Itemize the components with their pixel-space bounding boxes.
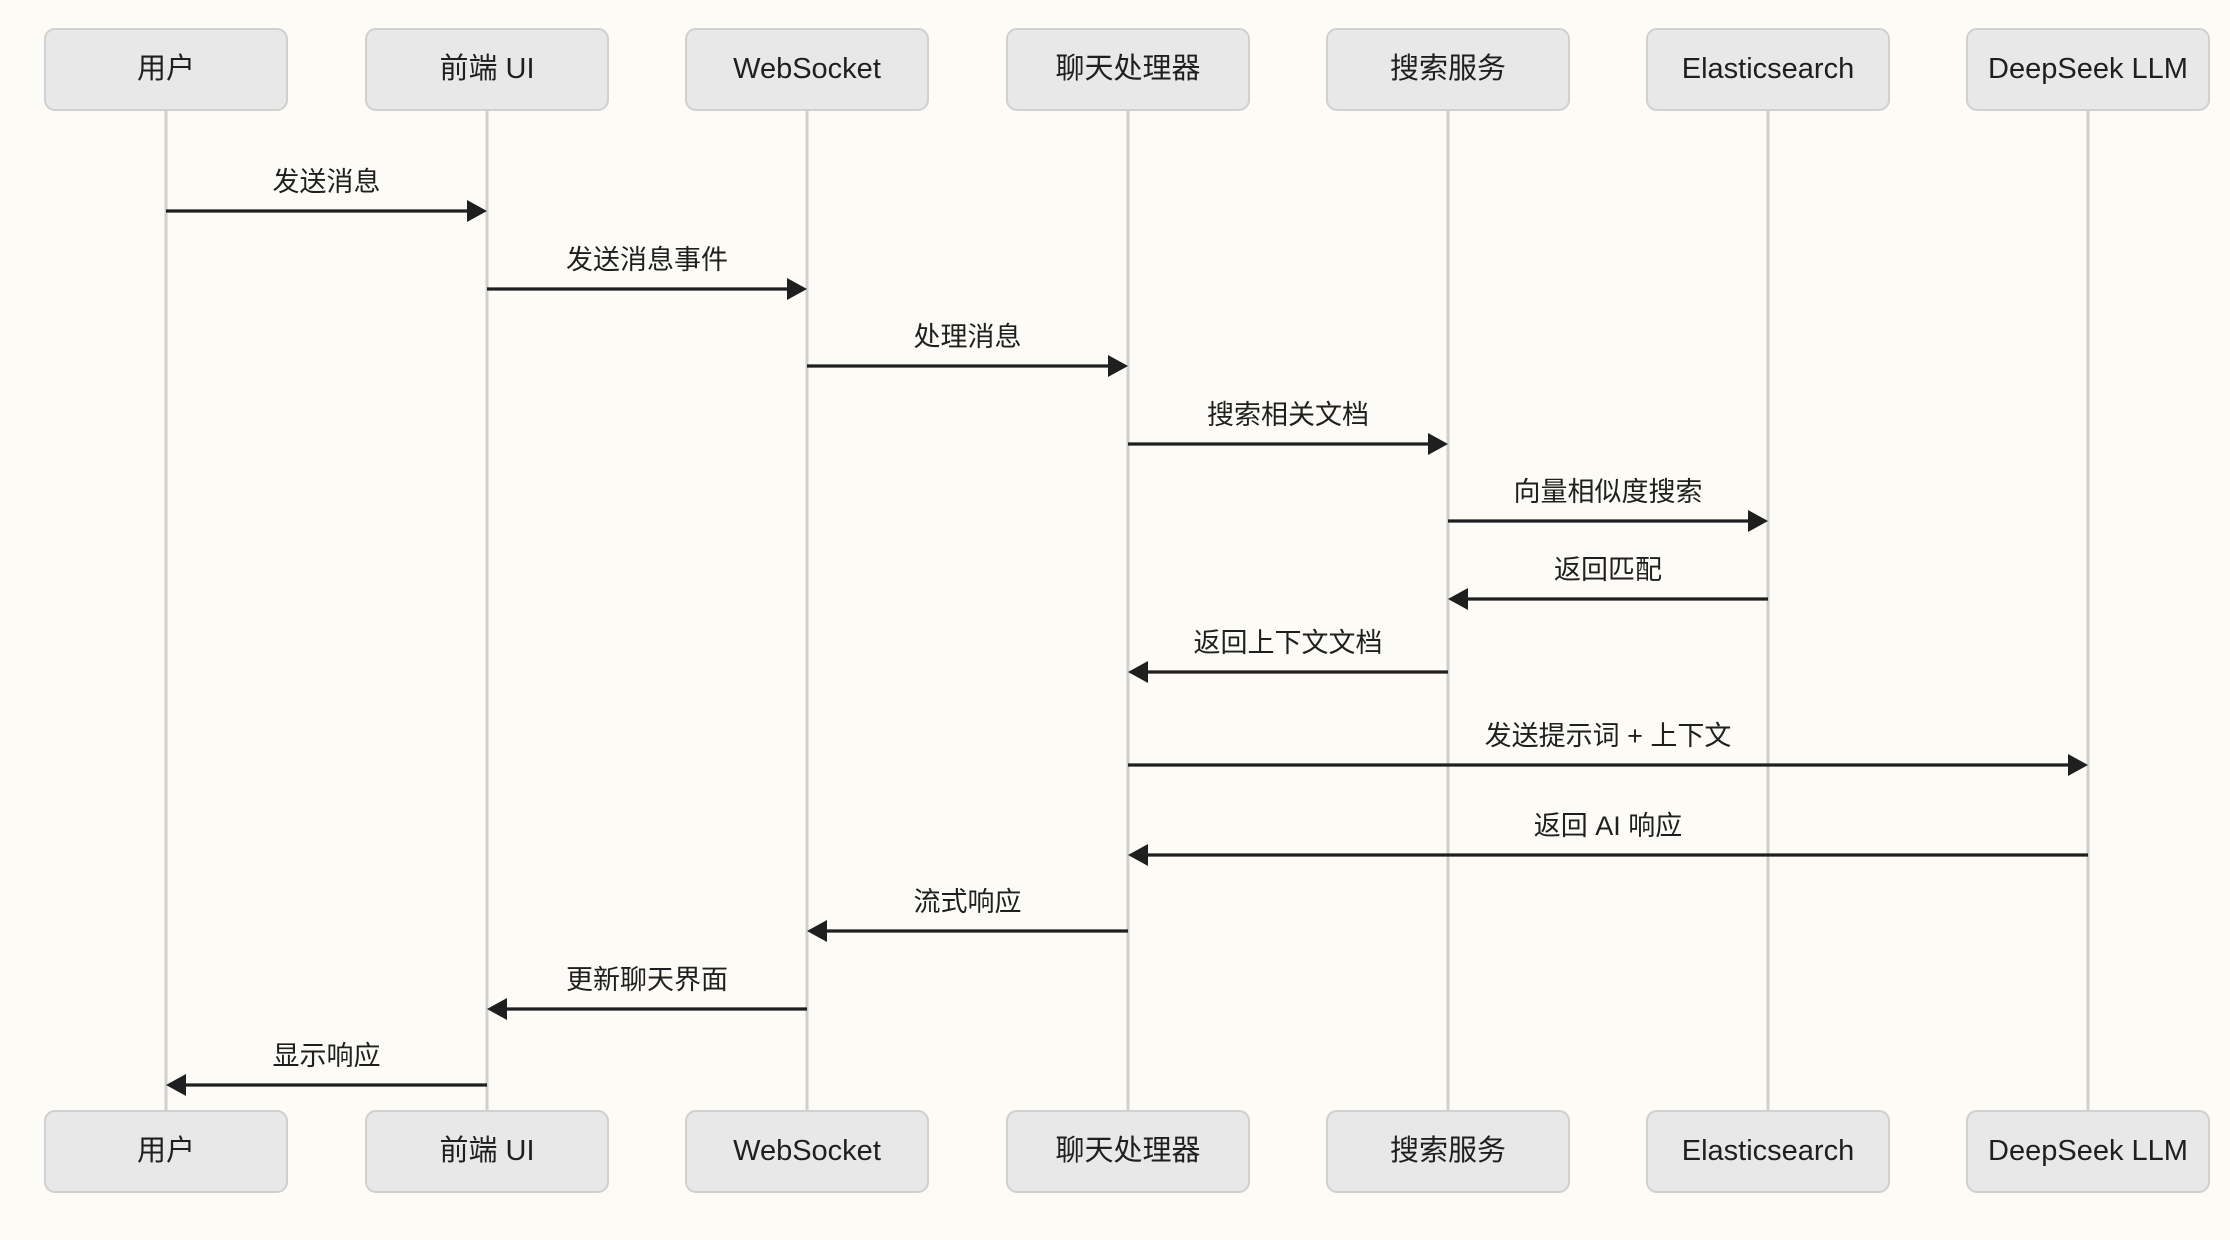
message-arrowhead [1428, 433, 1448, 455]
message-arrowhead [787, 278, 807, 300]
message-7[interactable]: 返回上下文文档 [1128, 628, 1448, 683]
message-label: 返回 AI 响应 [1534, 811, 1683, 841]
message-6[interactable]: 返回匹配 [1448, 555, 1768, 610]
participant-box-rect [1646, 28, 1890, 111]
participant-label: 搜索服务 [1390, 52, 1506, 85]
message-2[interactable]: 发送消息事件 [487, 245, 807, 300]
message-arrowhead [467, 200, 487, 222]
participant-bottom-chat_handler[interactable]: 聊天处理器 [1006, 1110, 1250, 1193]
participant-box-rect [1006, 1110, 1250, 1193]
participant-box-rect [1966, 1110, 2210, 1193]
participant-top-search_service[interactable]: 搜索服务 [1326, 28, 1570, 111]
participant-bottom-user[interactable]: 用户 [44, 1110, 288, 1193]
participant-top-user[interactable]: 用户 [44, 28, 288, 111]
message-label: 发送消息 [273, 167, 381, 197]
participant-top-frontend[interactable]: 前端 UI [365, 28, 609, 111]
participant-box-rect [685, 28, 929, 111]
message-10[interactable]: 流式响应 [807, 887, 1128, 942]
participant-label: 搜索服务 [1390, 1134, 1506, 1167]
message-label: 返回匹配 [1554, 555, 1662, 585]
message-arrowhead [807, 920, 827, 942]
participant-label: 用户 [137, 1134, 195, 1167]
participant-box-rect [1966, 28, 2210, 111]
participant-box-rect [685, 1110, 929, 1193]
message-arrowhead [166, 1074, 186, 1096]
participant-label: DeepSeek LLM [1988, 1135, 2188, 1167]
messages-layer: 发送消息发送消息事件处理消息搜索相关文档向量相似度搜索返回匹配返回上下文文档发送… [166, 167, 2088, 1096]
message-label: 处理消息 [914, 322, 1022, 352]
message-label: 向量相似度搜索 [1514, 477, 1703, 507]
message-arrowhead [1448, 588, 1468, 610]
participant-box-rect [44, 1110, 288, 1193]
lifelines-layer [164, 110, 2090, 1111]
participant-bottom-frontend[interactable]: 前端 UI [365, 1110, 609, 1193]
message-arrowhead [487, 998, 507, 1020]
message-8[interactable]: 发送提示词 + 上下文 [1128, 721, 2088, 776]
participant-box-rect [365, 1110, 609, 1193]
participant-label: 用户 [137, 52, 195, 85]
message-arrowhead [2068, 754, 2088, 776]
participant-label: Elasticsearch [1682, 53, 1854, 85]
participant-bottom-search_service[interactable]: 搜索服务 [1326, 1110, 1570, 1193]
message-5[interactable]: 向量相似度搜索 [1448, 477, 1768, 532]
message-label: 发送消息事件 [566, 245, 728, 275]
participant-label: DeepSeek LLM [1988, 53, 2188, 85]
message-11[interactable]: 更新聊天界面 [487, 965, 807, 1020]
participant-label: 聊天处理器 [1055, 52, 1200, 85]
participant-bottom-elasticsearch[interactable]: Elasticsearch [1646, 1110, 1890, 1193]
participant-box-rect [1646, 1110, 1890, 1193]
message-label: 发送提示词 + 上下文 [1485, 721, 1732, 751]
participant-label: WebSocket [733, 1135, 881, 1167]
participant-box-rect [365, 28, 609, 111]
participant-box-rect [1006, 28, 1250, 111]
message-arrowhead [1108, 355, 1128, 377]
message-arrowhead [1128, 844, 1148, 866]
message-4[interactable]: 搜索相关文档 [1128, 400, 1448, 455]
participant-label: 前端 UI [439, 52, 534, 85]
message-12[interactable]: 显示响应 [166, 1041, 487, 1096]
participant-label: Elasticsearch [1682, 1135, 1854, 1167]
participant-box-rect [44, 28, 288, 111]
participant-top-deepseek[interactable]: DeepSeek LLM [1966, 28, 2210, 111]
participant-top-elasticsearch[interactable]: Elasticsearch [1646, 28, 1890, 111]
participant-top-websocket[interactable]: WebSocket [685, 28, 929, 111]
bottom-participant-boxes: 用户 前端 UI WebSocket 聊天处理器 搜索服务 Elasticsearch De… [44, 1110, 2210, 1193]
participant-label: 聊天处理器 [1055, 1134, 1200, 1167]
participant-box-rect [1326, 1110, 1570, 1193]
participant-bottom-websocket[interactable]: WebSocket [685, 1110, 929, 1193]
participant-label: WebSocket [733, 53, 881, 85]
message-label: 更新聊天界面 [566, 965, 728, 995]
message-label: 显示响应 [273, 1041, 381, 1071]
message-9[interactable]: 返回 AI 响应 [1128, 811, 2088, 866]
message-1[interactable]: 发送消息 [166, 167, 487, 222]
message-label: 搜索相关文档 [1207, 400, 1369, 430]
message-3[interactable]: 处理消息 [807, 322, 1128, 377]
participant-label: 前端 UI [439, 1134, 534, 1167]
participant-bottom-deepseek[interactable]: DeepSeek LLM [1966, 1110, 2210, 1193]
message-label: 流式响应 [914, 887, 1022, 917]
message-arrowhead [1128, 661, 1148, 683]
participant-box-rect [1326, 28, 1570, 111]
message-label: 返回上下文文档 [1194, 628, 1383, 658]
message-arrowhead [1748, 510, 1768, 532]
participant-top-chat_handler[interactable]: 聊天处理器 [1006, 28, 1250, 111]
top-participant-boxes: 用户 前端 UI WebSocket 聊天处理器 搜索服务 Elasticsearch De… [44, 28, 2210, 111]
